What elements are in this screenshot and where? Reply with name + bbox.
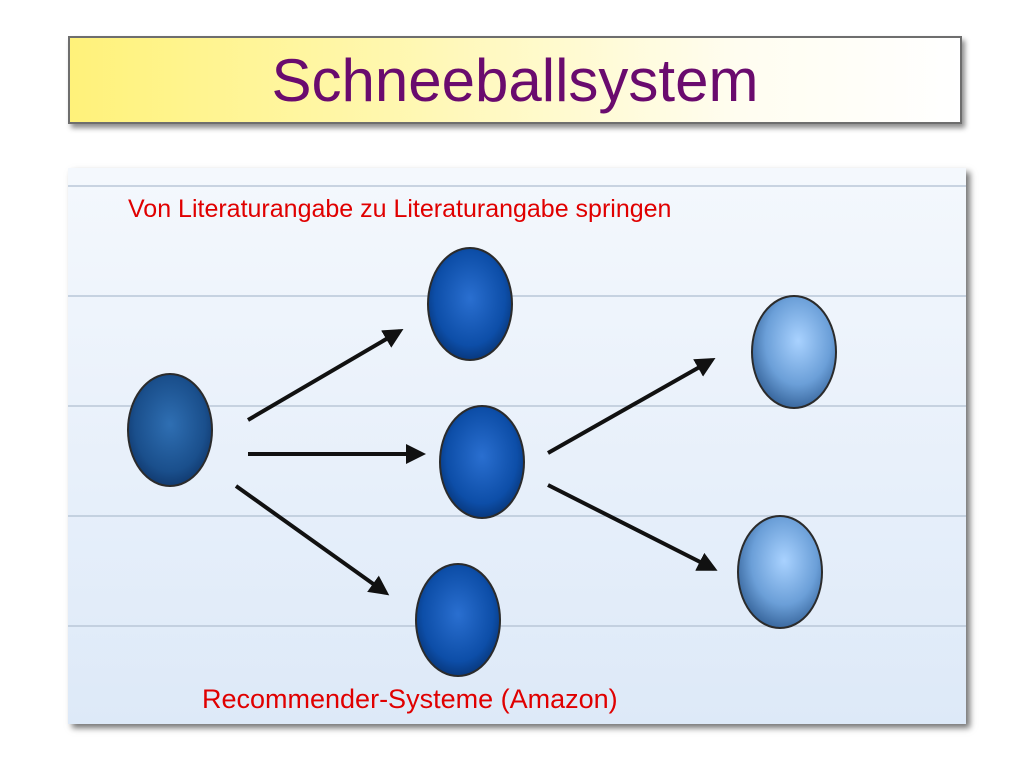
caption-top: Von Literaturangabe zu Literaturangabe s… — [128, 195, 672, 223]
diagram-panel — [68, 168, 966, 724]
title-box: Schneeballsystem — [68, 36, 962, 124]
nodes — [127, 247, 837, 677]
node-level2-top — [751, 295, 837, 409]
node-level2-bottom — [737, 515, 823, 629]
node-level1-top — [427, 247, 513, 361]
ruled-lines — [68, 185, 966, 627]
arrow-level1-middle-to-level2-bottom — [547, 483, 718, 571]
edges — [234, 328, 718, 596]
arrow-source-to-level1-top — [246, 328, 404, 422]
slide-title: Schneeballsystem — [271, 46, 759, 114]
arrow-level1-middle-to-level2-top — [547, 358, 716, 455]
snowball-diagram — [68, 168, 966, 724]
node-source — [127, 373, 213, 487]
node-level1-bottom — [415, 563, 501, 677]
arrow-source-to-level1-bottom — [234, 484, 390, 596]
node-level1-middle — [439, 405, 525, 519]
caption-bottom: Recommender-Systeme (Amazon) — [202, 684, 618, 714]
